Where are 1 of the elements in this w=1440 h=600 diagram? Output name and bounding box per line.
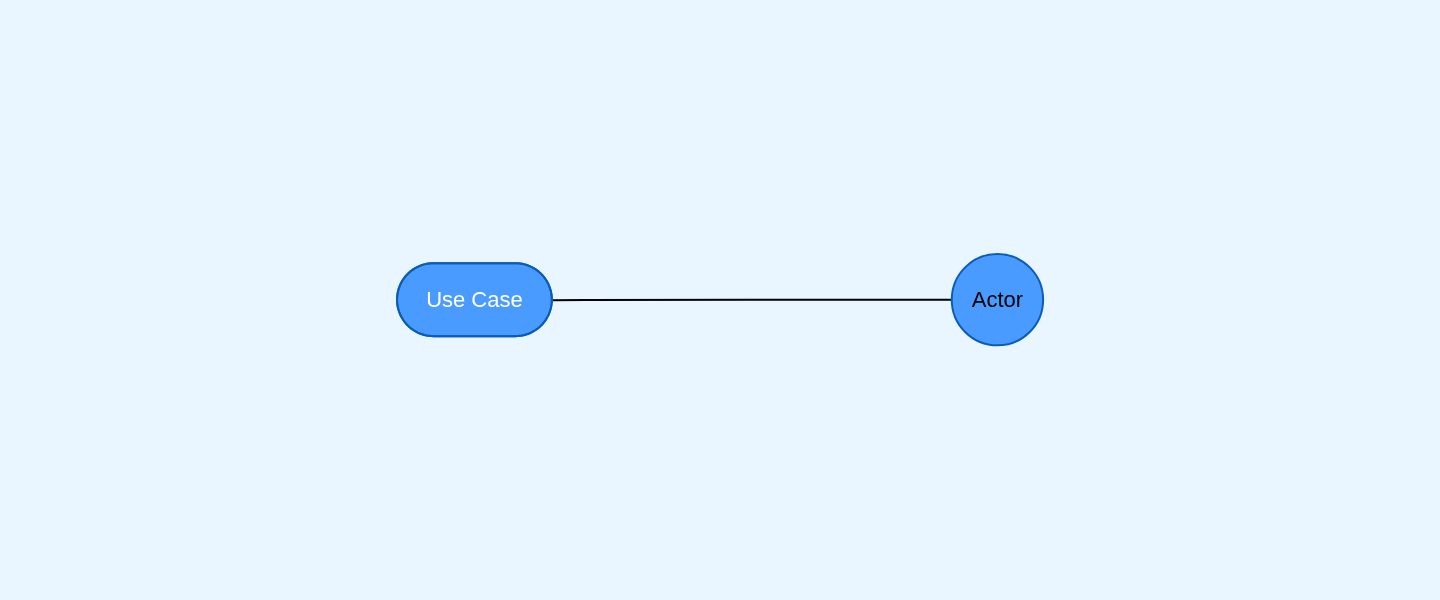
node-circle: Actor	[950, 253, 1045, 347]
